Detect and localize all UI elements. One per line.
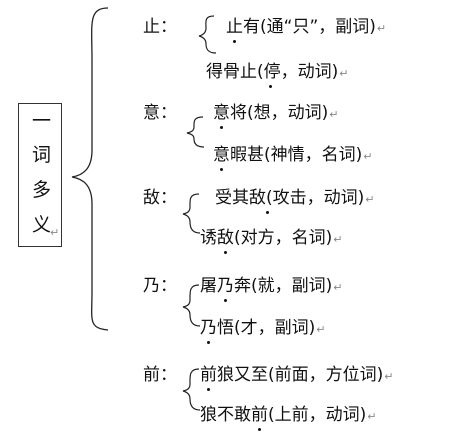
emphasis-dot	[266, 211, 269, 214]
return-mark: ↵	[367, 410, 377, 423]
title-char-4: 义	[32, 214, 52, 236]
title-char-3: 多	[32, 179, 52, 201]
item-text: 止有(通“只”，副词)	[226, 17, 376, 37]
item-text: 意暇甚(神情，名词)	[213, 145, 363, 165]
item-text: 前狼又至(前面，方位词)	[200, 365, 384, 385]
item-text: 意将(想，动词)	[213, 103, 329, 123]
main-brace	[71, 7, 109, 331]
emphasis-dot	[224, 299, 227, 302]
item-qian-2: 狼不敢前(上前，动词)↵	[200, 405, 376, 427]
emphasis-dot	[269, 85, 272, 88]
item-zhi-2: 得骨止(停，动词)↵	[206, 62, 348, 84]
emphasis-dot	[258, 428, 261, 431]
return-mark: ↵	[384, 370, 394, 383]
item-di-2: 诱敌(对方，名词)↵	[200, 228, 342, 250]
title-box: 一 词 多 义 ↵	[18, 103, 62, 247]
return-mark: ↵	[365, 193, 375, 206]
item-qian-1: 前狼又至(前面，方位词)↵	[200, 365, 393, 387]
item-di-1: 受其敌(攻击，动词)↵	[215, 188, 374, 210]
word-yi: 意：	[143, 103, 177, 123]
return-mark: ↵	[329, 108, 339, 121]
item-yi-1: 意将(想，动词)↵	[213, 103, 338, 125]
item-text: 受其敌(攻击，动词)	[215, 188, 365, 208]
return-mark: ↵	[339, 67, 349, 80]
brace-nai	[182, 284, 201, 327]
brace-qian	[182, 368, 201, 411]
brace-zhi	[198, 15, 217, 54]
item-text: 乃悟(才，副词)	[200, 318, 316, 338]
emphasis-dot	[220, 168, 223, 171]
title-char-2: 词	[32, 144, 52, 166]
emphasis-dot	[207, 341, 210, 344]
brace-di	[182, 193, 201, 234]
item-text: 狼不敢前(上前，动词)	[200, 405, 367, 425]
emphasis-dot	[224, 251, 227, 254]
emphasis-dot	[233, 40, 236, 43]
item-zhi-1: 止有(通“只”，副词)↵	[226, 17, 386, 39]
title-char-1: 一	[32, 110, 52, 132]
item-nai-1: 屠乃奔(就，副词)↵	[200, 276, 342, 298]
item-nai-2: 乃悟(才，副词)↵	[200, 318, 325, 340]
return-mark: ↵	[333, 233, 343, 246]
word-di: 敌：	[143, 188, 177, 208]
word-zhi: 止：	[143, 17, 177, 37]
word-qian: 前：	[143, 365, 177, 385]
item-text: 诱敌(对方，名词)	[200, 228, 333, 248]
emphasis-dot	[207, 388, 210, 391]
item-yi-2: 意暇甚(神情，名词)↵	[213, 145, 372, 167]
return-mark: ↵	[316, 323, 326, 336]
brace-yi	[186, 116, 205, 148]
item-text: 得骨止(停，动词)	[206, 62, 339, 82]
emphasis-dot	[220, 126, 223, 129]
item-text: 屠乃奔(就，副词)	[200, 276, 333, 296]
return-mark: ↵	[376, 22, 387, 35]
return-mark: ↵	[363, 150, 373, 163]
title-return-mark: ↵	[50, 226, 60, 239]
return-mark: ↵	[333, 281, 343, 294]
word-nai: 乃：	[143, 276, 177, 296]
